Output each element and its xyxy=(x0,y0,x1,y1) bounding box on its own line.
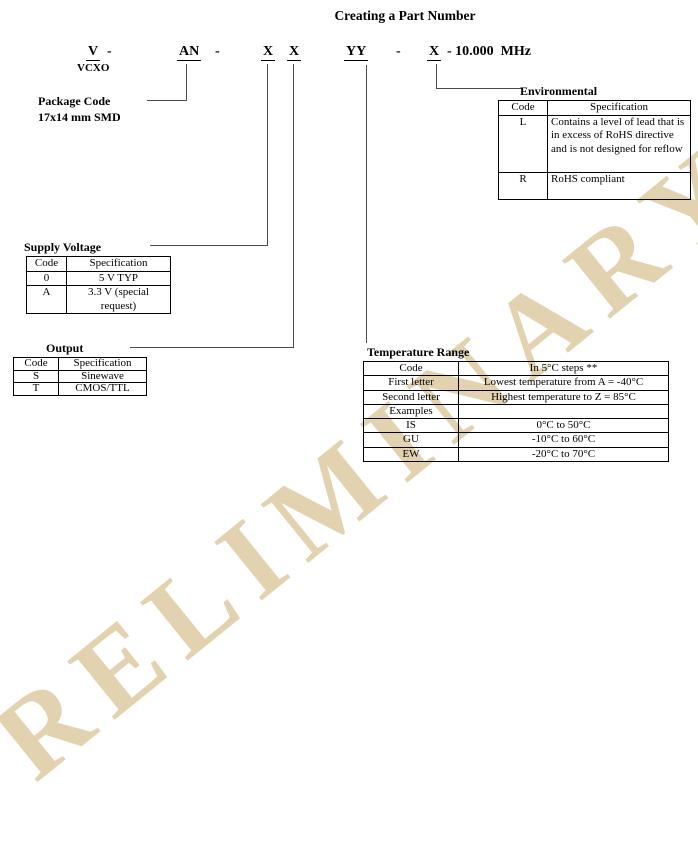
table-row: First letter Lowest temperature from A =… xyxy=(363,375,669,391)
connector-an-vertical xyxy=(186,64,187,101)
value-cell: Highest temperature to Z = 85°C xyxy=(458,389,669,405)
header-cell: Specification xyxy=(66,256,171,272)
table-header-row: Code Specification xyxy=(498,100,691,116)
part-separator: - xyxy=(107,44,112,59)
vcxo-label: VCXO xyxy=(77,62,110,74)
header-cell: Code xyxy=(26,256,67,272)
part-segment-temperature: YY xyxy=(344,44,369,61)
spec-cell: Contains a level of lead that is in exce… xyxy=(547,114,691,173)
value-cell: Lowest temperature from A = -40°C xyxy=(458,375,669,391)
value-cell xyxy=(458,403,669,420)
label-cell: Code xyxy=(363,360,459,377)
header-cell: Code xyxy=(13,357,59,371)
spec-cell: RoHS compliant xyxy=(547,171,691,200)
table-row: EW -20°C to 70°C xyxy=(363,446,669,463)
package-code-label: Package Code 17x14 mm SMD xyxy=(38,93,121,125)
supply-voltage-table: Code Specification 0 5 V TYP A 3.3 V (sp… xyxy=(26,256,171,314)
code-cell: L xyxy=(498,114,548,173)
label-cell: GU xyxy=(363,432,459,448)
label-cell: EW xyxy=(363,446,459,463)
spec-cell: 3.3 V (special request) xyxy=(66,285,171,314)
connector-temperature-vertical xyxy=(366,65,367,343)
part-segment-frequency: - 10.000 MHz xyxy=(447,44,531,59)
part-segment-output: X xyxy=(287,44,302,61)
value-cell: -20°C to 70°C xyxy=(458,446,669,463)
temperature-range-table: Code In 5°C steps ** First letter Lowest… xyxy=(363,360,669,463)
output-title: Output xyxy=(46,341,84,355)
table-row: Examples xyxy=(363,403,669,420)
connector-environmental-vertical xyxy=(436,64,437,89)
value-cell: In 5°C steps ** xyxy=(458,360,669,377)
part-separator: - xyxy=(215,44,220,59)
table-row: A 3.3 V (special request) xyxy=(26,285,171,314)
code-cell: 0 xyxy=(26,270,67,286)
connector-supply-horizontal xyxy=(150,245,268,246)
table-header-row: Code Specification xyxy=(13,357,147,371)
code-cell: T xyxy=(13,382,59,396)
table-header-row: Code Specification xyxy=(26,256,171,272)
environmental-title: Environmental xyxy=(520,84,598,98)
environmental-table: Code Specification L Contains a level of… xyxy=(498,100,691,200)
spec-cell: CMOS/TTL xyxy=(58,382,147,396)
value-cell: -10°C to 60°C xyxy=(458,432,669,448)
part-segment-series: AN xyxy=(177,44,202,61)
connector-supply-vertical xyxy=(267,64,268,246)
connector-output-horizontal xyxy=(130,347,294,348)
connector-an-horizontal xyxy=(147,100,187,101)
table-row: S Sinewave xyxy=(13,369,147,384)
header-cell: Specification xyxy=(547,100,691,116)
table-row: Code In 5°C steps ** xyxy=(363,360,669,377)
connector-environmental-horizontal xyxy=(436,88,522,89)
spec-cell: Sinewave xyxy=(58,369,147,384)
header-cell: Specification xyxy=(58,357,147,371)
package-code-line1: Package Code xyxy=(38,94,111,108)
code-cell: A xyxy=(26,285,67,314)
table-row: IS 0°C to 50°C xyxy=(363,418,669,434)
label-cell: Examples xyxy=(363,403,459,420)
package-code-line2: 17x14 mm SMD xyxy=(38,110,121,124)
code-cell: S xyxy=(13,369,59,384)
code-cell: R xyxy=(498,171,548,200)
connector-output-vertical xyxy=(293,64,294,348)
preliminary-watermark: PRELIMINARY xyxy=(0,117,698,859)
temperature-range-title: Temperature Range xyxy=(367,345,470,359)
value-cell: 0°C to 50°C xyxy=(458,418,669,434)
label-cell: Second letter xyxy=(363,389,459,405)
table-row: R RoHS compliant xyxy=(498,171,691,200)
page-title: Creating a Part Number xyxy=(334,8,476,23)
label-cell: First letter xyxy=(363,375,459,391)
table-row: 0 5 V TYP xyxy=(26,270,171,286)
table-row: Second letter Highest temperature to Z =… xyxy=(363,389,669,405)
spec-cell: 5 V TYP xyxy=(66,270,171,286)
part-segment-environmental: X xyxy=(427,44,442,61)
table-row: GU -10°C to 60°C xyxy=(363,432,669,448)
label-cell: IS xyxy=(363,418,459,434)
part-separator: - xyxy=(396,44,401,59)
table-row: T CMOS/TTL xyxy=(13,382,147,396)
output-table: Code Specification S Sinewave T CMOS/TTL xyxy=(13,357,147,396)
header-cell: Code xyxy=(498,100,548,116)
part-segment-supply-voltage: X xyxy=(261,44,276,61)
table-row: L Contains a level of lead that is in ex… xyxy=(498,114,691,173)
part-segment-package: V xyxy=(86,44,101,61)
supply-voltage-title: Supply Voltage xyxy=(24,240,102,254)
